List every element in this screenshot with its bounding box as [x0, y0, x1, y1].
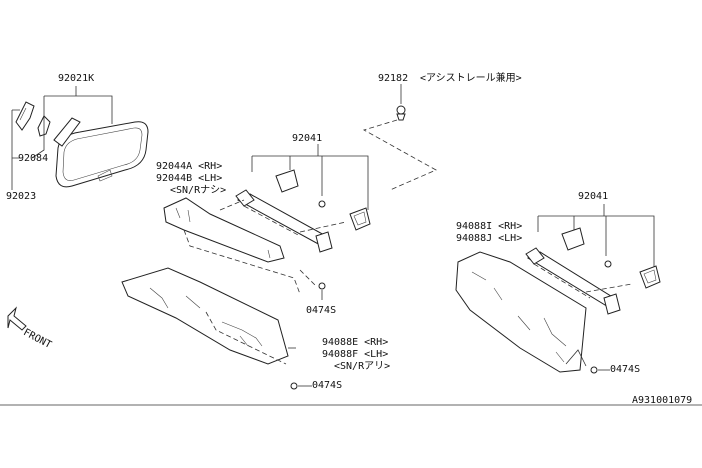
label-92041-left: 92041	[292, 133, 323, 144]
pillar-trim-92044	[163, 197, 285, 263]
rail-cap-left-2	[349, 207, 371, 231]
label-92182-note: <アシストレール兼用>	[420, 73, 522, 84]
label-92044-note: <SN/Rナシ>	[170, 185, 227, 196]
label-0474s-right: 0474S	[610, 364, 641, 375]
label-0474s-bottom: 0474S	[312, 380, 343, 391]
label-92021k: 92021K	[58, 73, 95, 84]
rail-cap-left-1	[275, 169, 299, 193]
label-94088j: 94088J <LH>	[456, 233, 523, 244]
rear-view-mirror	[53, 117, 149, 188]
label-94088i: 94088I <RH>	[456, 221, 523, 232]
label-94088f: 94088F <LH>	[322, 349, 389, 360]
clip-92182	[396, 105, 406, 121]
label-92041-right: 92041	[578, 191, 609, 202]
label-0474s-mid: 0474S	[306, 305, 337, 316]
assist-rail-left	[235, 189, 333, 253]
pillar-trim-94088ij	[455, 251, 587, 373]
diagram-code: A931001079	[632, 395, 693, 406]
front-arrow-icon	[7, 306, 27, 331]
mirror-bracket	[15, 101, 35, 131]
pillar-trim-94088ef	[121, 267, 289, 365]
label-92044a: 92044A <RH>	[156, 161, 223, 172]
screw-mid	[318, 282, 326, 290]
rail-cap-right-2	[639, 265, 661, 289]
rail-cap-right-1	[561, 227, 585, 251]
screw-bottom	[290, 382, 298, 390]
label-92084: 92084	[18, 153, 49, 164]
label-92182: 92182	[378, 73, 409, 84]
label-94088-note: <SN/Rアリ>	[334, 361, 391, 372]
label-92044b: 92044B <LH>	[156, 173, 223, 184]
assist-rail-right	[525, 247, 621, 315]
screw-right	[590, 366, 598, 374]
label-92023: 92023	[6, 191, 37, 202]
label-94088e: 94088E <RH>	[322, 337, 389, 348]
